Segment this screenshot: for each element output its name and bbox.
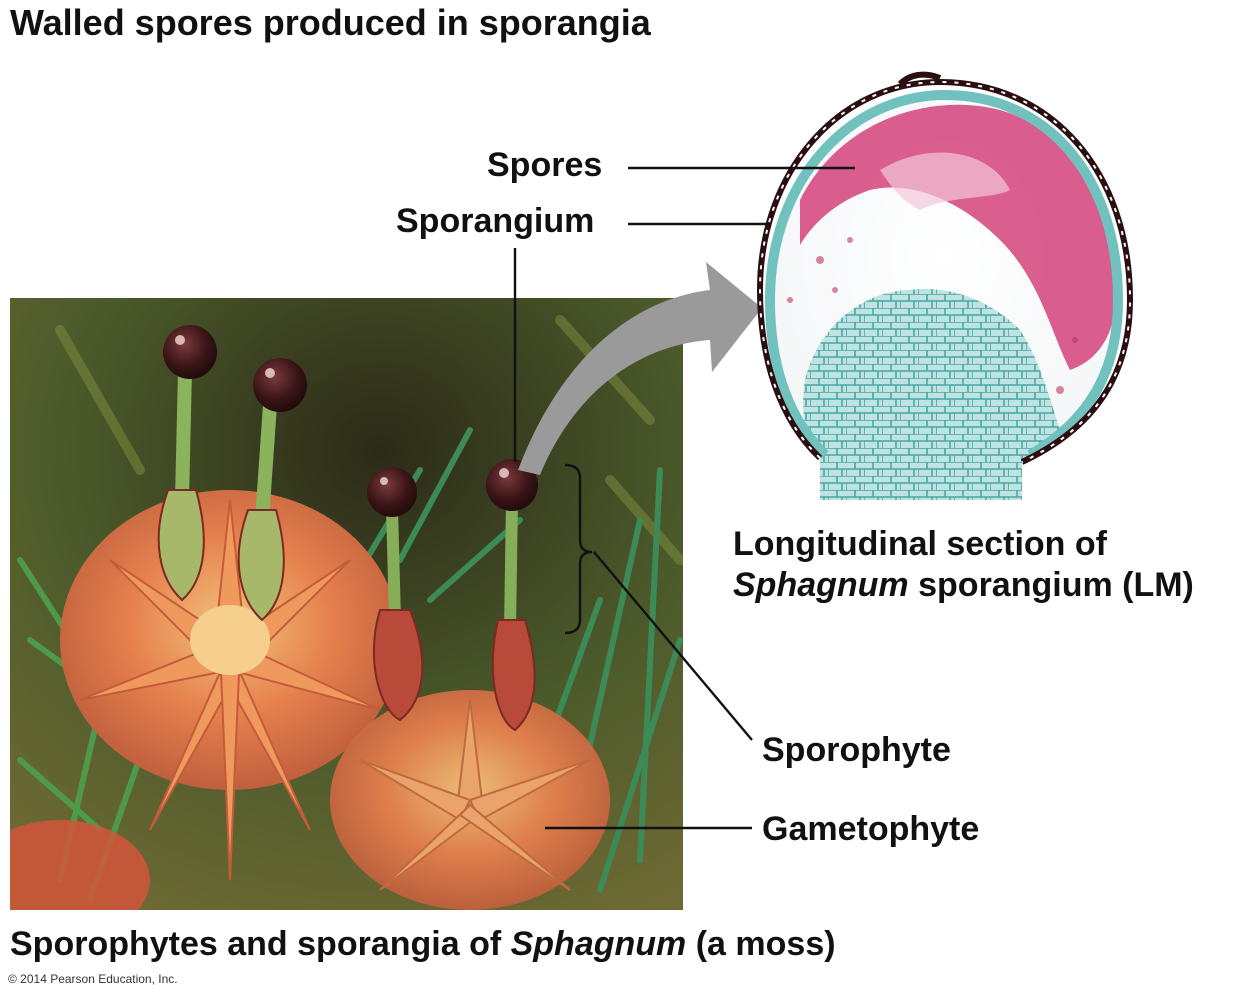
label-sporophyte: Sporophyte xyxy=(762,731,951,769)
leader-sporophyte xyxy=(593,551,753,741)
label-sporangium: Sporangium xyxy=(396,202,595,240)
leader-lines xyxy=(513,166,855,830)
photo-caption-prefix: Sporophytes and sporangia of xyxy=(10,925,511,963)
micrograph-caption-rest: sporangium (LM) xyxy=(908,566,1194,604)
sporophyte-feet xyxy=(157,489,536,732)
label-spores: Spores xyxy=(487,146,603,184)
micrograph-caption: Longitudinal section of Sphagnum sporang… xyxy=(733,524,1194,606)
sporangium-micrograph xyxy=(756,71,1134,500)
columella-tissue xyxy=(803,289,1060,500)
sporophyte-bracket xyxy=(564,463,593,635)
sporophyte-stalks xyxy=(175,363,518,636)
figure-title: Walled spores produced in sporangia xyxy=(10,2,651,43)
photo-caption-genus: Sphagnum xyxy=(510,925,687,963)
photo-caption-suffix: (a moss) xyxy=(686,925,836,963)
sporangium-capsules xyxy=(163,325,538,517)
photo-caption: Sporophytes and sporangia of Sphagnum (a… xyxy=(10,924,836,965)
moss-clump-left xyxy=(60,490,400,881)
micrograph-caption-line2: Sphagnum sporangium (LM) xyxy=(733,565,1194,606)
micrograph-caption-line1: Longitudinal section of xyxy=(733,525,1107,563)
label-gametophyte: Gametophyte xyxy=(762,810,980,848)
zoom-arrow xyxy=(518,262,762,475)
genus-name: Sphagnum xyxy=(733,566,909,604)
spore-mass xyxy=(800,104,1116,371)
moss-clump-right xyxy=(330,690,610,910)
copyright-notice: © 2014 Pearson Education, Inc. xyxy=(8,972,178,986)
